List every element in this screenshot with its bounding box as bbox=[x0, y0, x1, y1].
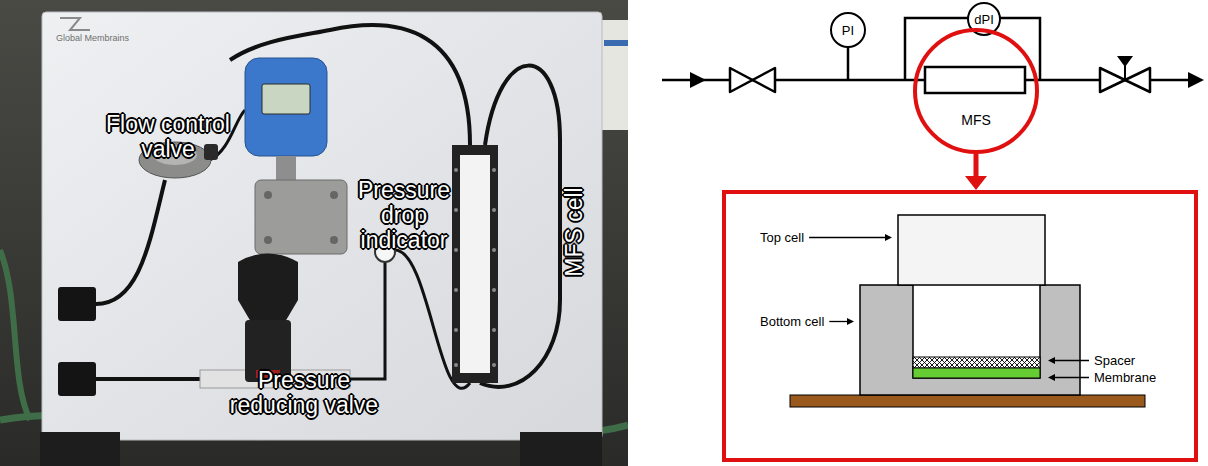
pressure-reducing-valve bbox=[238, 254, 298, 323]
detail-panel: Top cellBottom cellSpacerMembrane bbox=[722, 190, 1198, 462]
zoom-connector-head bbox=[965, 176, 987, 190]
bolt bbox=[264, 236, 272, 244]
mfs-cell-frame bbox=[452, 145, 498, 383]
base-plate bbox=[790, 395, 1145, 407]
part-label: Top cell bbox=[760, 230, 804, 245]
bolt bbox=[330, 236, 338, 244]
tube bbox=[96, 377, 215, 381]
drawing-part bbox=[454, 363, 458, 367]
bolt bbox=[330, 191, 338, 199]
logo-text: Global Membrains bbox=[56, 33, 129, 43]
workshop-background bbox=[0, 0, 628, 466]
zoom-connector-line bbox=[974, 154, 979, 178]
spacer bbox=[913, 357, 1040, 368]
valve-stem bbox=[1124, 66, 1126, 80]
part-label: Pressure reducing valve bbox=[218, 368, 390, 418]
top-cell bbox=[898, 215, 1045, 285]
panel-frame bbox=[724, 192, 1196, 460]
fitting-block bbox=[58, 287, 96, 321]
bolt bbox=[264, 191, 272, 199]
drawing-part bbox=[454, 288, 458, 292]
green-hose bbox=[0, 250, 30, 420]
leader-arrow bbox=[809, 237, 886, 238]
part-label: MFS cell bbox=[562, 187, 587, 276]
leader-arrow bbox=[1054, 360, 1089, 361]
drawing-part bbox=[492, 168, 496, 172]
drawing-part bbox=[454, 328, 458, 332]
drawing-part bbox=[492, 208, 496, 212]
drawing-part bbox=[454, 208, 458, 212]
support-rail bbox=[40, 432, 120, 466]
flow-arrowhead bbox=[690, 72, 706, 88]
mfs-box bbox=[925, 67, 1025, 93]
mfs-highlight: MFS bbox=[912, 28, 1040, 154]
flow-arrowhead bbox=[1188, 72, 1204, 88]
tube bbox=[350, 262, 385, 379]
highlight-circle bbox=[912, 28, 1040, 154]
support-rail bbox=[520, 432, 602, 466]
tube bbox=[96, 180, 165, 304]
pressure-indicator: PI bbox=[830, 12, 866, 48]
leader-arrow bbox=[1054, 377, 1089, 378]
instrument-tap bbox=[847, 46, 850, 80]
transmitter-neck bbox=[276, 156, 296, 182]
leader-arrowhead bbox=[885, 234, 892, 241]
membrane bbox=[913, 368, 1040, 378]
drawing-part bbox=[492, 328, 496, 332]
component-tag: MFS bbox=[912, 112, 1040, 128]
part-label: Membrane bbox=[1094, 370, 1156, 385]
instrument-tag: dPI bbox=[974, 12, 994, 27]
drawing-part bbox=[454, 248, 458, 252]
actuator-triangle bbox=[1117, 56, 1133, 67]
instrument-tag: PI bbox=[842, 23, 854, 38]
mfs-cell-bolts bbox=[454, 168, 496, 367]
part-label: Flow control valve bbox=[88, 112, 248, 162]
bottom-cell bbox=[860, 285, 1080, 395]
pressure-drop-cell bbox=[255, 180, 347, 254]
part-label: Bottom cell bbox=[760, 314, 824, 329]
part-label: Spacer bbox=[1094, 353, 1135, 368]
valve-symbol bbox=[730, 68, 775, 92]
part-label: Pressure drop indicator bbox=[350, 178, 458, 252]
valve-knob bbox=[204, 144, 218, 160]
drawing-part bbox=[492, 248, 496, 252]
background-sign-stripe bbox=[604, 40, 628, 46]
transmitter-head bbox=[245, 58, 327, 156]
drawing-part bbox=[492, 288, 496, 292]
zoom-connector bbox=[965, 154, 987, 190]
transmitter-display bbox=[262, 84, 310, 114]
highlight-circle-outline bbox=[915, 30, 1037, 152]
leader-arrowhead bbox=[1048, 374, 1055, 381]
mfs-cell-window bbox=[460, 155, 490, 373]
logo-mark bbox=[60, 18, 90, 30]
leader-arrow bbox=[829, 321, 848, 322]
drawing-part bbox=[492, 363, 496, 367]
leader-arrowhead bbox=[847, 318, 854, 325]
mounting-panel bbox=[42, 12, 602, 440]
drawing-part bbox=[454, 168, 458, 172]
leader-arrowhead bbox=[1048, 357, 1055, 364]
fitting-block bbox=[58, 362, 96, 396]
